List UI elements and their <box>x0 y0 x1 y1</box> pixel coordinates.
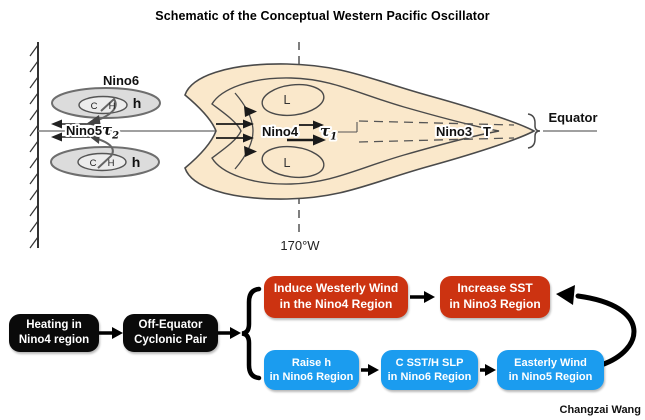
flowchart-box-cyclonic-pair: Off-Equator Cyclonic Pair <box>123 314 218 352</box>
warm-pool-outline <box>184 63 536 200</box>
sst-line2: in Nino3 Region <box>449 297 541 311</box>
south-cyclone-c-label: C <box>90 158 97 169</box>
sst-line1: Increase SST <box>457 281 533 296</box>
tongue-tip-brace <box>527 113 541 149</box>
north-cyclone-c-label: C <box>91 101 98 112</box>
south-low-loop <box>261 145 325 179</box>
western-boundary-wall <box>29 42 39 249</box>
author-credit: Changzai Wang <box>559 404 641 416</box>
raise-h-line2: in Nino6 Region <box>269 371 354 383</box>
flowchart-box-westerly-wind: Induce Westerly Wind in the Nino4 Region <box>264 276 408 318</box>
south-cyclone-arrowhead <box>86 131 100 144</box>
flowchart-box-heating: Heating in Nino4 region <box>9 314 99 352</box>
tau1-label: τ1 <box>320 122 337 143</box>
south-cyclone-h-label: H <box>108 158 115 169</box>
flowchart-box-easterly-wind: Easterly Wind in Nino5 Region <box>497 350 604 390</box>
nino5-label: Nino5 <box>66 123 102 138</box>
longitude-label: 170°W <box>280 238 320 253</box>
branch-brace <box>241 286 262 381</box>
nino6-label: Nino6 <box>103 73 139 88</box>
nino4-label: Nino4 <box>262 124 299 139</box>
warm-pool-streamline <box>234 92 254 170</box>
csst-line2: in Nino6 Region <box>387 371 472 383</box>
north-low-loop <box>261 83 325 117</box>
north-low-label: L <box>284 93 291 107</box>
flowchart-connectors <box>99 285 637 381</box>
north-cyclone-arrow <box>95 97 117 122</box>
heating-line2: Nino4 region <box>18 334 90 346</box>
nino3-dashed-region <box>338 120 515 143</box>
cyclonic-line1: Off-Equator <box>138 319 203 332</box>
figure-title: Schematic of the Conceptual Western Paci… <box>155 9 490 23</box>
feedback-arrowhead <box>556 285 575 305</box>
easterly-line2: in Nino5 Region <box>508 371 593 383</box>
flowchart-box-raise-h: Raise h in Nino6 Region <box>264 350 359 390</box>
westerly-line1: Induce Westerly Wind <box>273 281 399 296</box>
north-thermocline-label: h <box>133 95 142 111</box>
flowchart-box-increase-sst: Increase SST in Nino3 Region <box>440 276 550 318</box>
south-cyclone-arrow <box>94 137 114 169</box>
westerly-wind-arrows <box>216 106 326 157</box>
warm-pool-inner-contour <box>211 77 500 185</box>
south-thermocline-label: h <box>132 154 141 170</box>
south-low-label: L <box>284 156 291 170</box>
easterly-line1: Easterly Wind <box>514 356 587 369</box>
csst-line1: C SST/H SLP <box>395 356 464 369</box>
raise-h-line1: Raise h <box>291 356 332 369</box>
south-cyclone <box>50 131 160 178</box>
equator-label: Equator <box>548 110 597 125</box>
north-cyclone-h-label: H <box>109 101 116 112</box>
north-cyclone-arrowhead <box>86 115 101 127</box>
nino3-label: Nino3 <box>436 124 472 139</box>
tau2-label: τ2 <box>102 121 119 142</box>
easterly-wind-arrows <box>51 119 90 142</box>
flowchart-box-csst-hslp: C SST/H SLP in Nino6 Region <box>381 350 478 390</box>
north-cyclone <box>51 87 161 127</box>
wall-hatching <box>29 44 39 249</box>
heating-line1: Heating in <box>26 319 82 332</box>
feedback-arrow <box>575 293 637 368</box>
temperature-label: T <box>483 124 491 139</box>
cyclonic-line2: Cyclonic Pair <box>134 334 207 346</box>
westerly-line2: in the Nino4 Region <box>279 297 393 311</box>
